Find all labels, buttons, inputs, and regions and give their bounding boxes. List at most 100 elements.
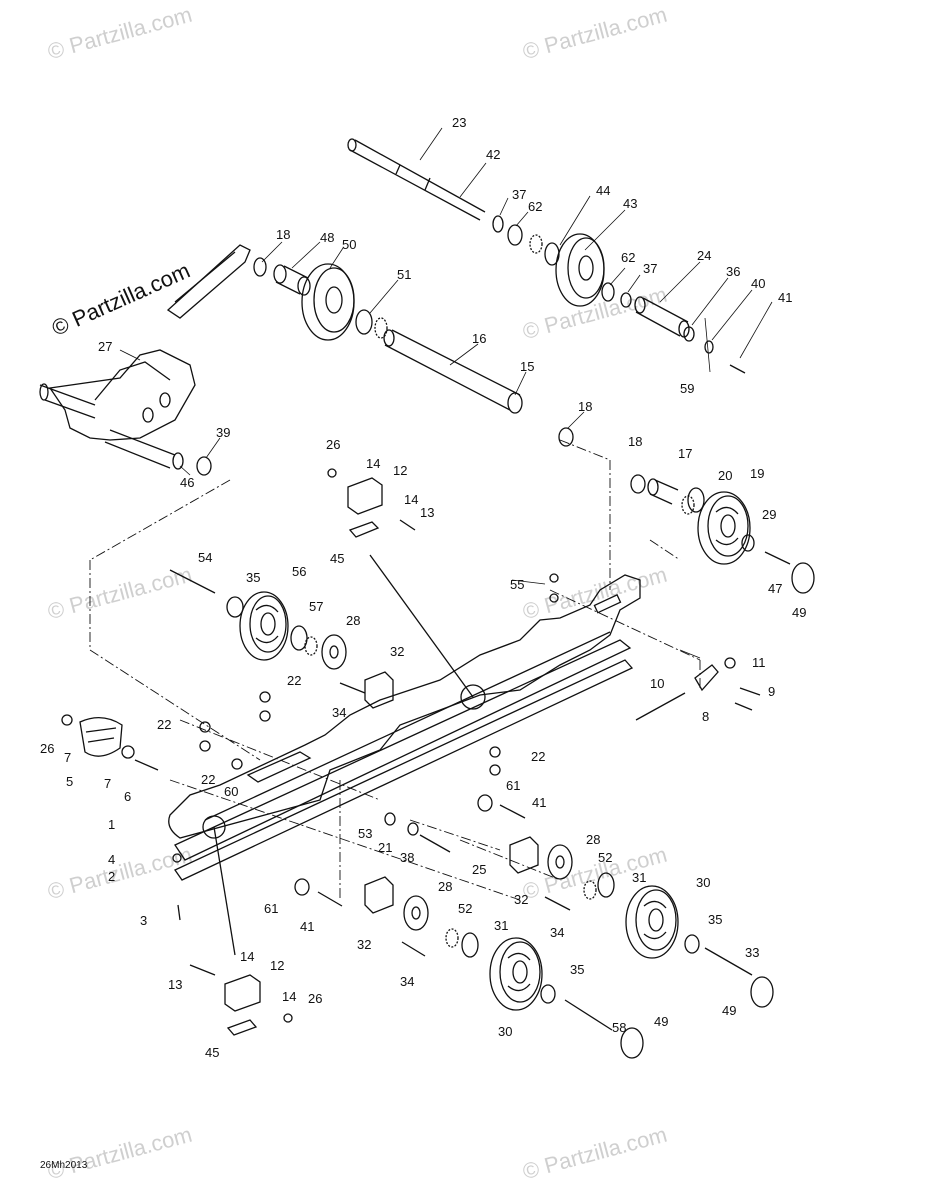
callout-61: 61 (506, 778, 521, 793)
diagram-code: 26Mh2013 (40, 1160, 88, 1171)
idler-shaft-16 (383, 329, 523, 414)
spacer-24 (634, 296, 690, 338)
callout-17: 17 (678, 446, 693, 461)
callout-30: 30 (498, 1024, 513, 1039)
callout-5: 5 (66, 774, 74, 789)
callout-18: 18 (276, 227, 291, 242)
callout-34: 34 (550, 925, 565, 940)
callout-37: 37 (643, 261, 658, 276)
callout-59: 59 (680, 381, 695, 396)
callout-1: 1 (108, 817, 116, 832)
idler-wheel-43 (555, 233, 605, 307)
callout-32: 32 (357, 937, 372, 952)
callout-49: 49 (654, 1014, 669, 1029)
callout-12: 12 (393, 463, 408, 478)
callout-19: 19 (750, 466, 765, 481)
callout-44: 44 (596, 183, 611, 198)
callout-3: 3 (140, 913, 148, 928)
callout-28: 28 (346, 613, 361, 628)
callout-36: 36 (726, 264, 741, 279)
stopper-5 (79, 717, 135, 759)
spacer-17 (647, 478, 679, 505)
slide-frame (168, 554, 641, 956)
callout-11: 11 (752, 655, 766, 670)
callout-47: 47 (768, 581, 783, 596)
callout-16: 16 (472, 331, 487, 346)
callout-28: 28 (586, 832, 601, 847)
bracket-60 (246, 751, 312, 783)
wheel-30-left (489, 937, 543, 1011)
callout-18: 18 (628, 434, 643, 449)
wheels-28 (321, 634, 573, 931)
callout-56: 56 (292, 564, 307, 579)
idler-wheel-50 (301, 263, 355, 341)
callout-26: 26 (326, 437, 341, 452)
callout-52: 52 (458, 901, 473, 916)
callout-49: 49 (722, 1003, 737, 1018)
callout-62: 62 (621, 250, 636, 265)
nuts (61, 468, 736, 1023)
wheel-30-right (625, 885, 679, 959)
callout-58: 58 (612, 1020, 627, 1035)
washers (196, 215, 755, 1004)
callout-52: 52 (598, 850, 613, 865)
callout-30: 30 (696, 875, 711, 890)
callout-45: 45 (205, 1045, 220, 1060)
callout-51: 51 (397, 267, 412, 282)
callout-54: 54 (198, 550, 213, 565)
callout-33: 33 (745, 945, 760, 960)
callout-13: 13 (420, 505, 435, 520)
rear-axle-23 (347, 138, 486, 221)
axle-mounts-32 (364, 671, 539, 914)
callout-35: 35 (570, 962, 585, 977)
callout-60: 60 (224, 784, 239, 799)
callout-43: 43 (623, 196, 638, 211)
callout-7: 7 (64, 750, 72, 765)
callout-22: 22 (287, 673, 302, 688)
callout-34: 34 (332, 705, 347, 720)
callout-35: 35 (246, 570, 261, 585)
callout-28: 28 (438, 879, 453, 894)
callout-38: 38 (400, 850, 415, 865)
callout-12: 12 (270, 958, 285, 973)
callout-7: 7 (104, 776, 112, 791)
wheel-56 (239, 591, 289, 661)
callout-10: 10 (650, 676, 665, 691)
callout-41: 41 (300, 919, 315, 934)
callout-48: 48 (320, 230, 335, 245)
callout-57: 57 (309, 599, 324, 614)
callout-62: 62 (528, 199, 543, 214)
callout-25: 25 (472, 862, 487, 877)
callout-34: 34 (400, 974, 415, 989)
callout-14: 14 (282, 989, 297, 1004)
callout-37: 37 (512, 187, 527, 202)
callout-24: 24 (697, 248, 712, 263)
callout-18: 18 (578, 399, 593, 414)
rear-arm-27 (39, 349, 196, 470)
callout-31: 31 (494, 918, 509, 933)
callout-22: 22 (157, 717, 172, 732)
callout-23: 23 (452, 115, 467, 130)
bolts (134, 364, 791, 1031)
caps-49 (620, 562, 815, 1059)
callout-6: 6 (124, 789, 132, 804)
callout-2: 2 (108, 869, 116, 884)
bearings (290, 224, 705, 958)
callout-41: 41 (778, 290, 793, 305)
callout-20: 20 (718, 468, 733, 483)
callout-31: 31 (632, 870, 647, 885)
wheel-19 (697, 491, 751, 565)
callout-15: 15 (520, 359, 535, 374)
callout-53: 53 (358, 826, 373, 841)
callout-32: 32 (514, 892, 529, 907)
callout-27: 27 (98, 339, 113, 354)
callout-61: 61 (264, 901, 279, 916)
callout-13: 13 (168, 977, 183, 992)
callout-26: 26 (40, 741, 55, 756)
callout-39: 39 (216, 425, 231, 440)
callout-29: 29 (762, 507, 777, 522)
callout-35: 35 (708, 912, 723, 927)
callout-26: 26 (308, 991, 323, 1006)
